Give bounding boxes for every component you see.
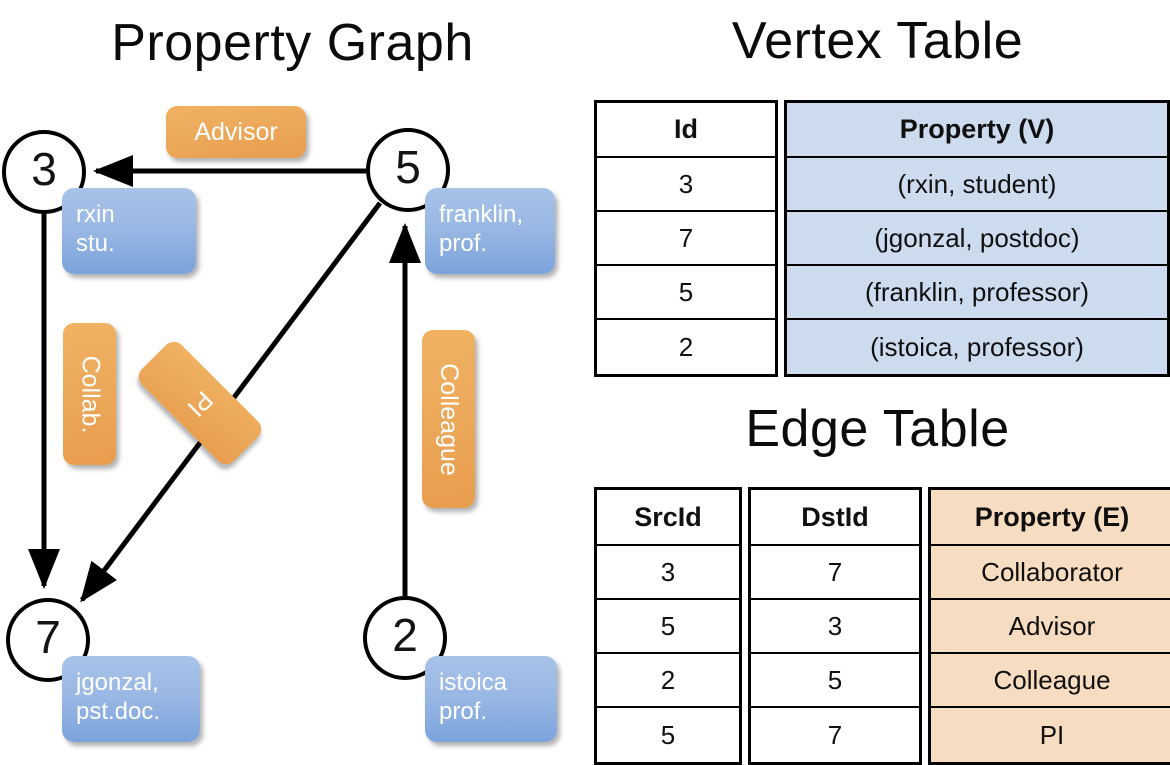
graph-node-7-label: 7	[35, 611, 61, 663]
edge-label-colleague-text: Colleague	[435, 362, 463, 476]
edge-label-advisor[interactable]: Advisor	[166, 106, 306, 158]
vertex-callout-7-line1: jgonzal,	[76, 669, 159, 696]
edge-label-colleague[interactable]: Colleague	[422, 330, 475, 508]
edge-label-advisor-text: Advisor	[194, 117, 278, 146]
table-row: Advisor	[931, 600, 1170, 654]
table-row: Collaborator	[931, 546, 1170, 600]
table-row: 3	[751, 600, 919, 654]
edge-table-column-dstid: DstId 7 3 5 7	[748, 487, 922, 765]
table-row: 7	[827, 719, 843, 750]
vertex-table: Id 3 7 5 2 Property (V) (rxin, student) …	[594, 100, 1170, 377]
graph-node-3-label: 3	[31, 143, 57, 195]
page-title-vertex-table: Vertex Table	[731, 12, 1024, 70]
vertex-callout-5[interactable]: franklin, prof.	[425, 188, 555, 274]
edge-label-collab[interactable]: Collab.	[63, 323, 116, 465]
edge-table-column-srcid: SrcId 3 5 2 5	[594, 487, 742, 765]
table-row: 5	[597, 600, 739, 654]
vertex-table-column-property: Property (V) (rxin, student) (jgonzal, p…	[784, 100, 1170, 377]
vertex-callout-2[interactable]: istoica prof.	[425, 656, 557, 742]
property-graph-diagram: 3 5 7 2 rxin stu. franklin, prof. jgonza…	[0, 0, 585, 760]
table-row: 2	[597, 654, 739, 708]
table-row: PI	[931, 708, 1170, 762]
vertex-table-header-id: Id	[597, 103, 775, 158]
vertex-callout-3[interactable]: rxin stu.	[62, 188, 196, 274]
table-row: 7	[751, 546, 919, 600]
vertex-callout-5-line1: franklin,	[439, 201, 524, 228]
vertex-table-header-property: Property (V)	[787, 103, 1167, 158]
edge-table-header-dstid: DstId	[751, 490, 919, 546]
vertex-callout-7-line2: pst.doc.	[76, 698, 161, 725]
vertex-callout-2-line2: prof.	[439, 698, 488, 725]
graph-node-2[interactable]: 2	[363, 596, 447, 680]
vertex-callout-2-line1: istoica	[439, 669, 508, 696]
table-row: (franklin, professor)	[787, 266, 1167, 320]
vertex-table-column-id: Id 3 7 5 2	[594, 100, 778, 377]
graph-node-5-label: 5	[395, 141, 421, 193]
vertex-callout-3-line1: rxin	[76, 201, 115, 228]
edge-table: SrcId 3 5 2 5 DstId 7 3 5 7 Property (E)…	[594, 487, 1170, 765]
table-row: 5	[751, 654, 919, 708]
edge-table-column-property: Property (E) Collaborator Advisor Collea…	[928, 487, 1170, 765]
table-row: (rxin, student)	[787, 158, 1167, 212]
table-row: 5	[597, 266, 775, 320]
edge-label-pi-text: PI	[182, 385, 219, 422]
table-row: 2	[678, 331, 694, 362]
table-row: Colleague	[931, 654, 1170, 708]
graph-node-5[interactable]: 5	[366, 128, 450, 212]
graph-node-2-label: 2	[392, 609, 418, 661]
edge-label-collab-text: Collab.	[76, 355, 105, 433]
edge-table-header-srcid: SrcId	[597, 490, 739, 546]
table-row: 3	[597, 158, 775, 212]
vertex-callout-7[interactable]: jgonzal, pst.doc.	[62, 656, 200, 742]
page-title-property-graph: Property Graph	[111, 14, 474, 72]
edge-table-header-property: Property (E)	[931, 490, 1170, 546]
table-row: 5	[660, 719, 676, 750]
table-row: 7	[597, 212, 775, 266]
table-row: 3	[597, 546, 739, 600]
vertex-callout-5-line2: prof.	[439, 230, 488, 257]
table-row: (jgonzal, postdoc)	[787, 212, 1167, 266]
table-row: (istoica, professor)	[787, 320, 1167, 374]
page-title-edge-table: Edge Table	[745, 400, 1010, 458]
vertex-callout-3-line2: stu.	[76, 230, 115, 257]
